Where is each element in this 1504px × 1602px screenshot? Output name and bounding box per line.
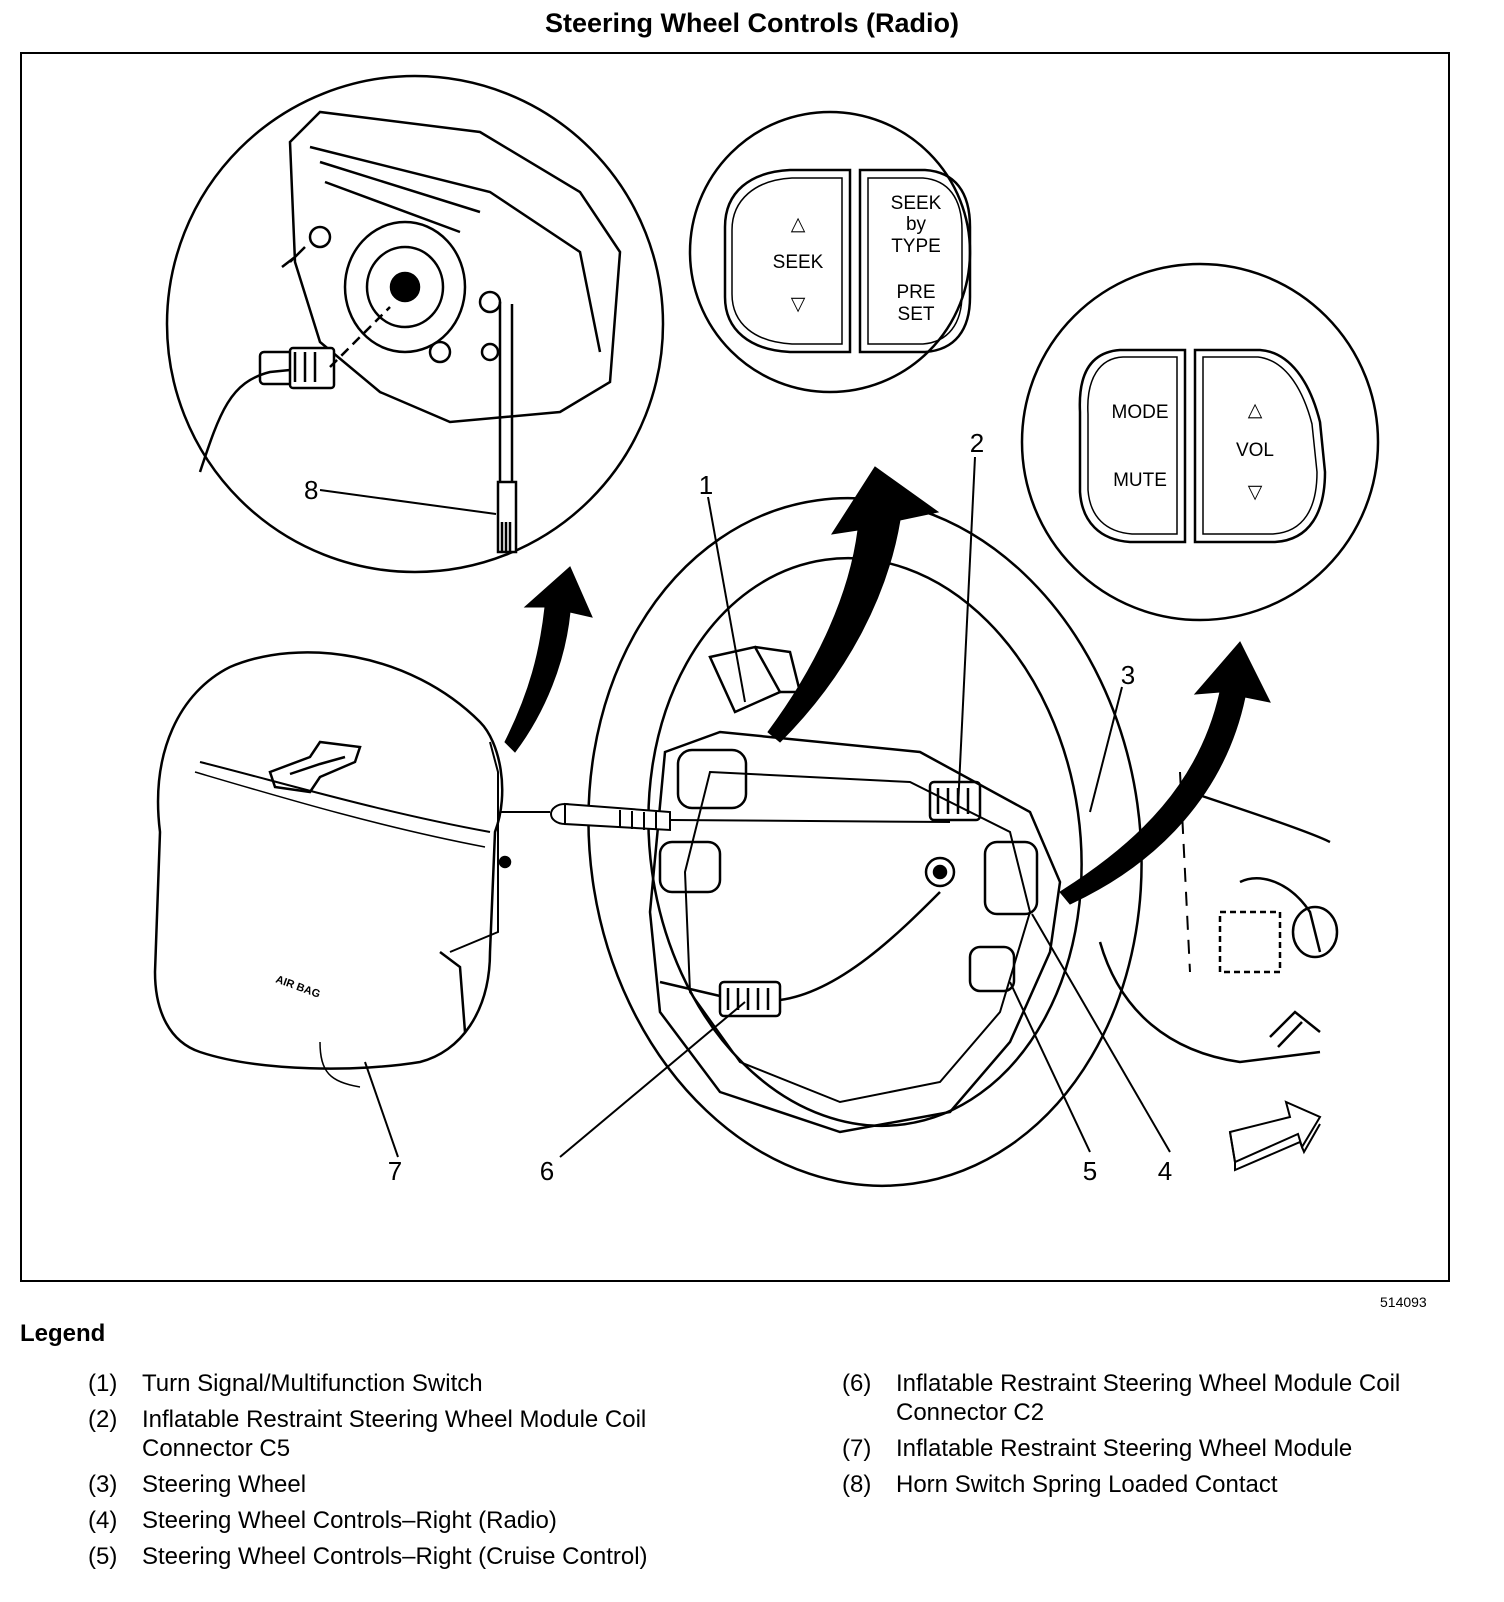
tool	[500, 802, 951, 832]
figure-id: 514093	[1380, 1294, 1427, 1310]
legend-text: Inflatable Restraint Steering Wheel Modu…	[896, 1370, 1401, 1426]
legend-number: (6)	[842, 1370, 872, 1397]
legend-text: Inflatable Restraint Steering Wheel Modu…	[896, 1435, 1353, 1462]
callout-6: 6	[540, 1156, 554, 1186]
right-controls-labels: MODE MUTE △ VOL ▽	[1112, 400, 1275, 503]
legend-item: (4) Steering Wheel Controls–Right (Radio…	[88, 1506, 748, 1535]
callout-1: 1	[699, 470, 713, 500]
legend-number: (8)	[842, 1471, 872, 1498]
left-controls-detail	[688, 110, 972, 394]
right-controls-detail	[1020, 262, 1380, 622]
diagram-frame: 8 △ SEEK ▽ SEEK by TYPE PRE SET MODE MUT…	[20, 52, 1450, 1282]
diagram-title: Steering Wheel Controls (Radio)	[544, 8, 960, 38]
legend-item: (5) Steering Wheel Controls–Right (Cruis…	[88, 1542, 748, 1571]
legend-number: (7)	[842, 1435, 872, 1462]
seek-by-type-line3: TYPE	[891, 236, 941, 257]
arrow-to-left-controls	[767, 466, 940, 743]
seek-down-arrow: ▽	[791, 294, 806, 315]
preset-line2: SET	[898, 304, 935, 325]
legend-text: Horn Switch Spring Loaded Contact	[896, 1471, 1278, 1498]
arrow-to-horn-detail	[504, 566, 593, 753]
callout-5: 5	[1083, 1156, 1097, 1186]
callout-8: 8	[304, 475, 318, 505]
seek-label: SEEK	[773, 252, 824, 273]
legend-item: (1) Turn Signal/Multifunction Switch	[88, 1369, 748, 1398]
vol-down-arrow: ▽	[1248, 482, 1263, 503]
figure-border	[20, 52, 1450, 1282]
legend-heading: Legend	[20, 1320, 106, 1347]
callout-4: 4	[1158, 1156, 1172, 1186]
legend-item: (2) Inflatable Restraint Steering Wheel …	[88, 1405, 748, 1463]
legend-number: (5)	[88, 1543, 118, 1570]
legend-number: (3)	[88, 1471, 118, 1498]
airbag-module	[153, 651, 512, 1088]
legend-number: (4)	[88, 1507, 118, 1534]
seek-by-type-line1: SEEK	[891, 193, 942, 214]
legend-text: Inflatable Restraint Steering Wheel Modu…	[142, 1406, 647, 1462]
view-direction-arrow	[1228, 1100, 1322, 1172]
legend-column-left: (1) Turn Signal/Multifunction Switch (2)…	[88, 1369, 748, 1578]
diagram-svg: 8 △ SEEK ▽ SEEK by TYPE PRE SET MODE MUT…	[20, 52, 1450, 1282]
callout-2: 2	[970, 428, 984, 458]
steering-wheel	[587, 496, 1143, 1188]
legend-column-right: (6) Inflatable Restraint Steering Wheel …	[842, 1369, 1472, 1506]
seek-up-arrow: △	[791, 214, 806, 235]
left-controls-labels: △ SEEK ▽ SEEK by TYPE PRE SET	[773, 193, 942, 325]
vol-label: VOL	[1236, 440, 1274, 461]
vol-up-arrow: △	[1248, 400, 1263, 421]
legend-number: (2)	[88, 1406, 118, 1433]
legend-text: Steering Wheel Controls–Right (Radio)	[142, 1507, 557, 1534]
callout-leaders	[364, 456, 1171, 1158]
legend-text: Steering Wheel Controls–Right (Cruise Co…	[142, 1543, 648, 1570]
legend-item: (8) Horn Switch Spring Loaded Contact	[842, 1470, 1472, 1499]
legend-number: (1)	[88, 1370, 118, 1397]
seek-by-type-line2: by	[906, 214, 927, 235]
legend-text: Turn Signal/Multifunction Switch	[142, 1370, 483, 1397]
mute-label: MUTE	[1113, 470, 1167, 491]
callout-7: 7	[388, 1156, 402, 1186]
legend-item: (3) Steering Wheel	[88, 1470, 748, 1499]
steering-column	[1098, 771, 1339, 1064]
legend-text: Steering Wheel	[142, 1471, 307, 1498]
mode-label: MODE	[1112, 402, 1169, 423]
legend-item: (7) Inflatable Restraint Steering Wheel …	[842, 1434, 1472, 1463]
legend-item: (6) Inflatable Restraint Steering Wheel …	[842, 1369, 1472, 1427]
horn-contact-detail	[165, 74, 665, 574]
preset-line1: PRE	[896, 282, 935, 303]
callout-3: 3	[1121, 660, 1135, 690]
